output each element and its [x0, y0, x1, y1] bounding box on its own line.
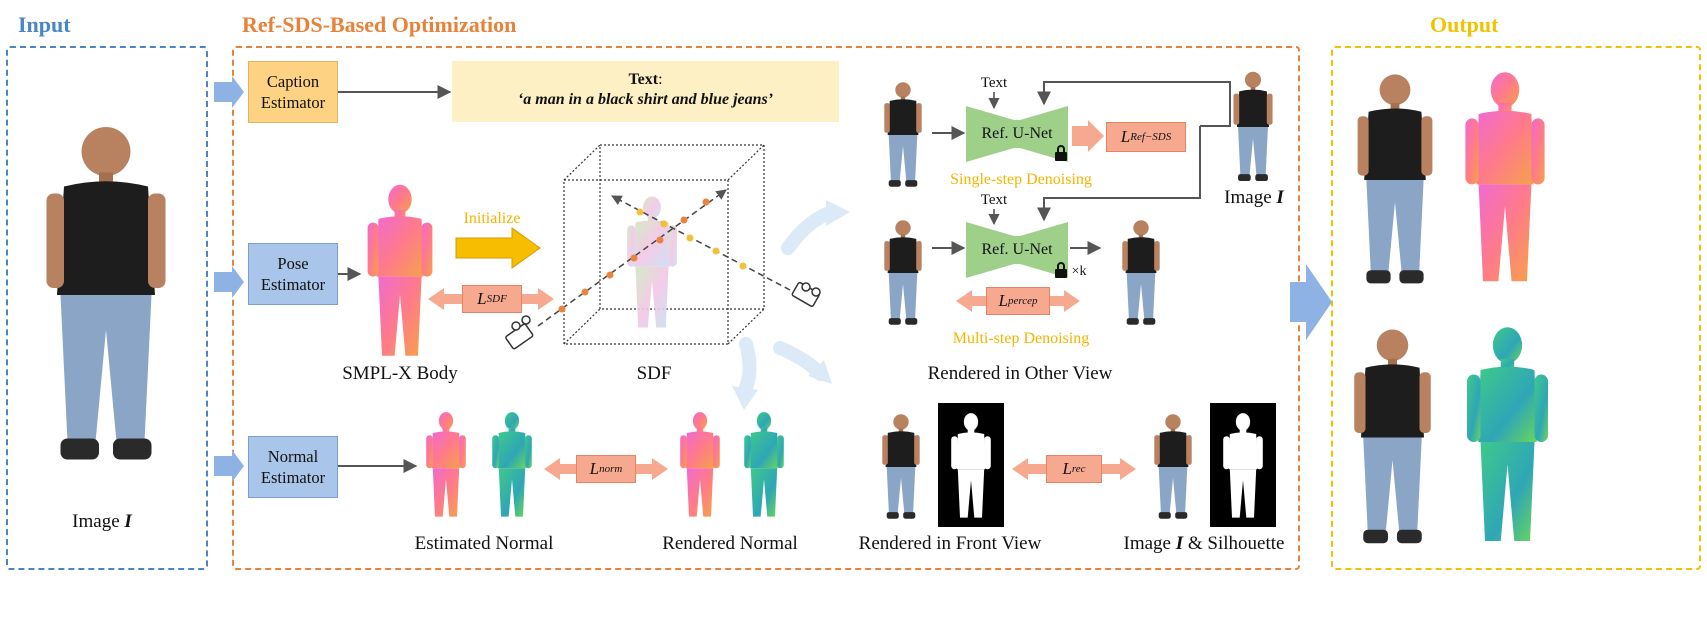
rendered-normal-caption: Rendered Normal: [662, 533, 798, 554]
denoised-person: [1122, 220, 1160, 325]
unet-multi-shape: [966, 222, 1068, 278]
camera-left-icon: [505, 315, 534, 350]
output-rgb-side: [1354, 329, 1431, 544]
output-normal-side: [1467, 327, 1548, 541]
camera-right-icon: [791, 281, 821, 307]
output-frame: [1331, 46, 1701, 570]
estimated-normal-caption: Estimated Normal: [414, 533, 554, 554]
smplx-caption: SMPL-X Body: [342, 363, 458, 384]
front-view-caption: Rendered in Front View: [858, 533, 1042, 554]
rendered-normal-back: [744, 412, 784, 517]
input-title: Input: [18, 12, 71, 37]
initialize-arrow: [455, 227, 541, 269]
single-step-label: Single-step Denoising: [950, 171, 1092, 188]
pose-estimator-box: Pose Estimator: [248, 243, 338, 305]
output-rgb-front: [1357, 74, 1433, 284]
text-caption-content: ‘a man in a black shirt and blue jeans’: [517, 91, 774, 108]
estimated-normal-back: [492, 412, 532, 517]
multi-step-label: Multi-step Denoising: [952, 330, 1090, 347]
image-silhouette-caption: Image I & Silhouette: [1123, 533, 1285, 554]
unet-single-label: Ref. U-Net: [981, 125, 1053, 142]
image-i-right-caption: Image I: [1224, 187, 1284, 208]
text-caption-title: Text: [628, 71, 659, 88]
image-i-person-right: [1233, 71, 1273, 182]
unet-text-mid: Text: [980, 192, 1008, 208]
optimization-title: Ref-SDS-Based Optimization: [242, 12, 517, 37]
input-arrow-pose: [214, 266, 244, 298]
input-arrow-normal: [214, 450, 244, 482]
normal-estimator-box: Normal Estimator: [248, 436, 338, 498]
sdf-body-figure: [627, 196, 677, 328]
text-caption-box: Text: ‘a man in a black shirt and blue j…: [452, 61, 839, 122]
other-view-person-top: [884, 82, 922, 187]
input-arrow-caption: [214, 76, 244, 108]
caption-estimator-box: Caption Estimator: [248, 61, 338, 123]
other-view-person-bottom: [884, 220, 922, 325]
sdf-cube: [563, 144, 765, 345]
unet-multi-label: Ref. U-Net: [981, 241, 1053, 258]
unet-text-top: Text: [980, 75, 1008, 91]
sdf-caption: SDF: [636, 363, 672, 384]
image-i-input-caption: Image I: [72, 511, 132, 532]
times-k-label: ×k: [1071, 264, 1087, 279]
output-arrow: [1290, 264, 1332, 340]
smplx-body-figure: [367, 184, 433, 356]
lock-icon: [1055, 145, 1067, 161]
rendered-normal-front: [680, 412, 720, 517]
input-person-image: [46, 127, 166, 460]
output-normal-front: [1465, 72, 1545, 282]
initialize-label: Initialize: [463, 210, 521, 227]
estimated-normal-front: [426, 412, 466, 517]
text-caption-colon: :: [658, 71, 663, 88]
unet-single-shape: [966, 106, 1068, 162]
output-title: Output: [1430, 12, 1499, 37]
input-image-person-small: [1154, 414, 1192, 519]
input-frame: [6, 46, 208, 570]
lock-icon: [1055, 262, 1067, 278]
other-view-caption: Rendered in Other View: [927, 363, 1113, 384]
front-view-person: [882, 414, 920, 519]
